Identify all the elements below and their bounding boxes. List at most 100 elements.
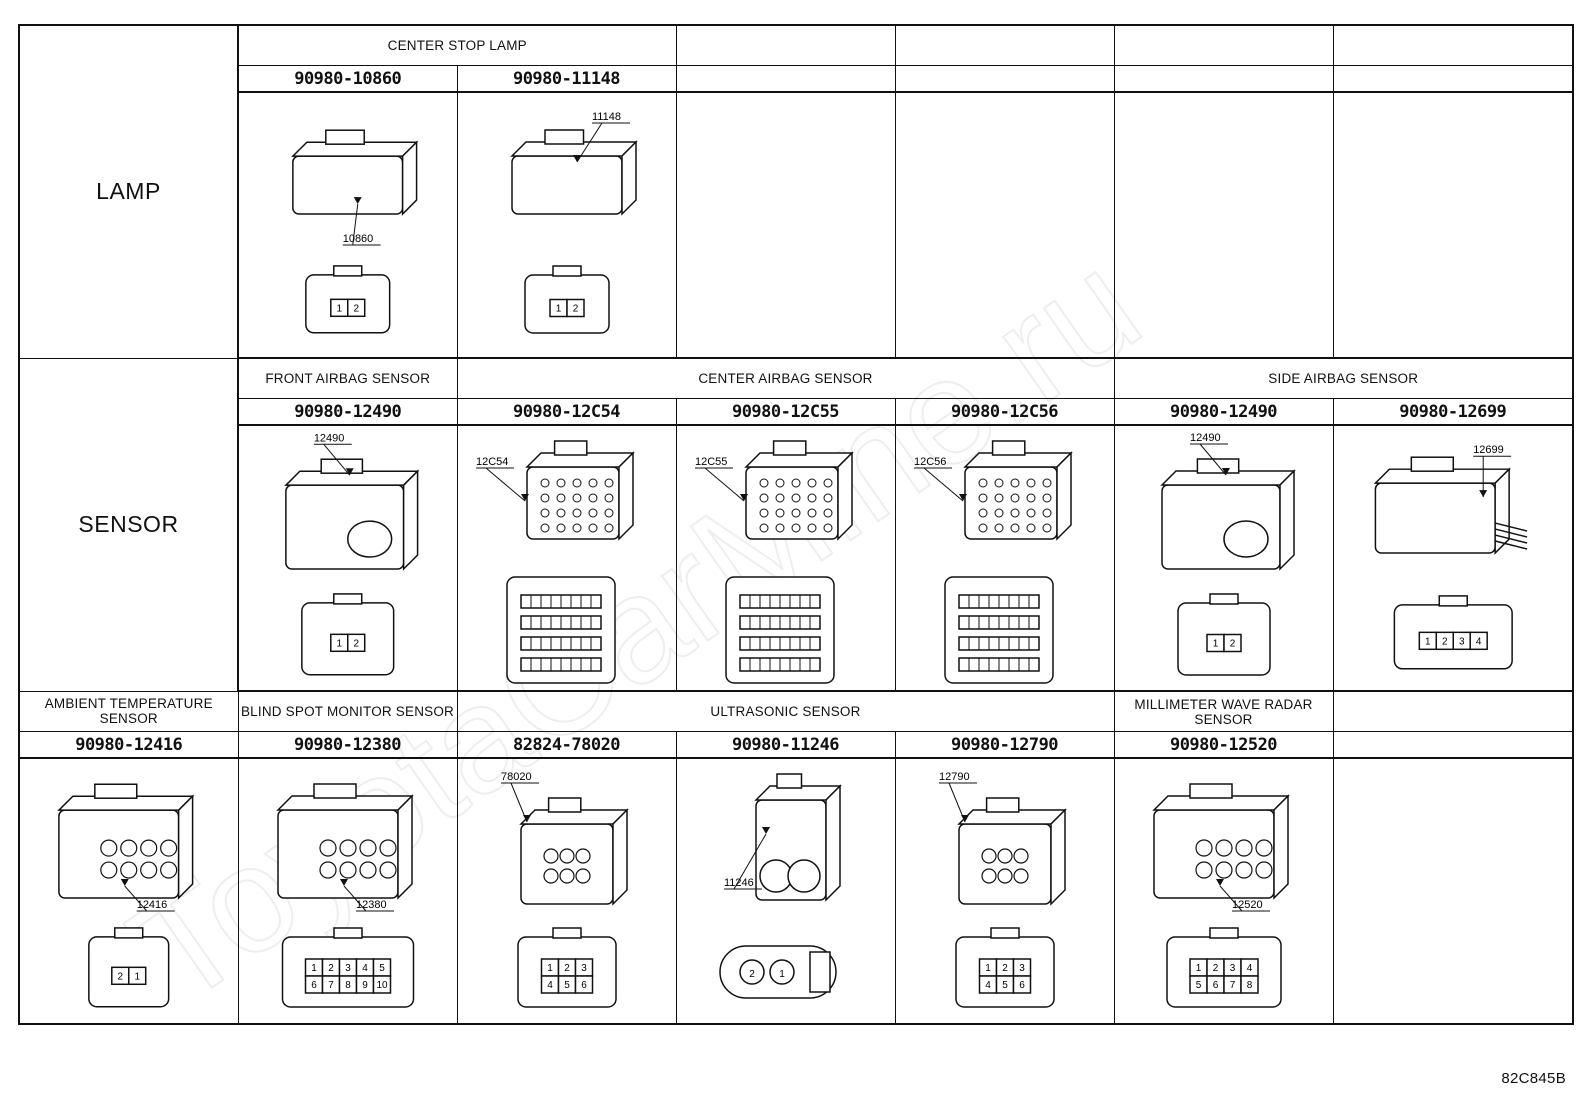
face-latch	[1208, 927, 1239, 939]
callout-arrow	[353, 197, 362, 205]
pin-number: 5	[564, 980, 570, 991]
pin-cavity	[565, 298, 585, 318]
connector-cell	[675, 91, 896, 359]
connector-svg: 12C54	[475, 440, 635, 684]
connector-latch	[553, 440, 588, 456]
group-label: AMBIENT TEMPERATURE SENSOR	[18, 690, 239, 732]
pin-cavity	[823, 478, 832, 488]
pin-cavity	[588, 478, 597, 488]
part-callout: 78020	[501, 771, 532, 783]
part-number: 90980-12490	[1113, 398, 1334, 426]
part-callout: 12490	[314, 432, 345, 444]
face-latch	[1208, 593, 1239, 605]
connector-side-face	[836, 451, 853, 541]
face-latch	[989, 927, 1020, 939]
callout-leader	[343, 885, 366, 912]
connector-latch	[775, 773, 802, 789]
pin-cavity	[1042, 493, 1051, 503]
pin-number: 4	[1475, 636, 1481, 647]
pin-cavity	[556, 523, 565, 533]
pin-cavity	[318, 861, 337, 879]
airbag-socket	[347, 520, 393, 558]
pin-number: 1	[547, 963, 553, 974]
pin-cavity	[140, 839, 158, 857]
group-label: CENTER STOP LAMP	[237, 24, 677, 66]
face-latch	[551, 927, 582, 939]
pin-cavity	[1026, 493, 1035, 503]
part-number: 90980-12C55	[675, 398, 896, 426]
callout-leader	[124, 885, 148, 912]
group-label: BLIND SPOT MONITOR SENSOR	[237, 690, 458, 732]
pin-number: 4	[985, 980, 991, 991]
category-sensor: SENSOR	[18, 357, 239, 692]
pin-cavity	[540, 493, 549, 503]
callout-arrow	[958, 494, 967, 501]
pin-cavity	[759, 523, 768, 533]
pin-cavity	[1026, 523, 1035, 533]
connector-side-face	[611, 808, 628, 906]
pin-number: 2	[1229, 639, 1235, 650]
group-label	[1113, 24, 1334, 66]
pin-number: 1	[336, 303, 342, 314]
part-number: 82824-78020	[456, 731, 677, 759]
connector-cell	[894, 91, 1115, 359]
pin-cavity	[1012, 848, 1029, 864]
connector-side-face	[177, 794, 194, 900]
connector-group: 12C55	[694, 440, 854, 684]
pin-cavity	[378, 861, 397, 879]
pin-cavity	[588, 508, 597, 518]
connector-drawing: 12C56	[896, 426, 1114, 690]
pin-cavity	[759, 478, 768, 488]
pin-cavity	[791, 478, 800, 488]
connector-side-face	[1272, 794, 1289, 900]
connector-side-face	[1493, 467, 1510, 555]
misc-part-row: 90980-12416 90980-12380 82824-78020 9098…	[18, 731, 1574, 759]
pin-cavity	[994, 493, 1003, 503]
pin-cavity	[604, 523, 613, 533]
pin-cavity	[556, 493, 565, 503]
pin-cavity	[572, 523, 581, 533]
pin-cavity	[1468, 631, 1488, 651]
group-label: FRONT AIRBAG SENSOR	[237, 357, 458, 399]
pin-cavity	[1042, 478, 1051, 488]
connector-latch	[94, 783, 138, 799]
face-latch	[332, 927, 363, 939]
pin-cavity	[1010, 523, 1019, 533]
part-number	[894, 65, 1115, 93]
part-number: 90980-12C56	[894, 398, 1115, 426]
group-label	[1332, 690, 1574, 732]
part-callout: 12C55	[695, 456, 727, 468]
part-callout: 11246	[724, 877, 754, 889]
pin-number: 10	[376, 980, 388, 991]
pin-cavity	[791, 508, 800, 518]
part-number: 90980-12790	[894, 731, 1115, 759]
face-latch	[333, 593, 363, 605]
face-latch	[114, 927, 144, 939]
part-number	[1332, 731, 1574, 759]
connector-cell	[1332, 757, 1574, 1025]
pin-number: 8	[345, 980, 351, 991]
connector-latch	[1410, 456, 1454, 472]
connector-body	[58, 809, 180, 899]
pin-cavity	[1214, 839, 1233, 857]
part-callout: 12490	[1190, 432, 1221, 444]
connector-side-face	[396, 794, 413, 900]
connector-latch	[325, 129, 365, 145]
pin-number: 1	[1195, 963, 1201, 974]
pin-number: 6	[311, 980, 317, 991]
pin-cavity	[1010, 478, 1019, 488]
pin-cavity	[1194, 861, 1213, 879]
lead-wire	[1494, 534, 1527, 544]
